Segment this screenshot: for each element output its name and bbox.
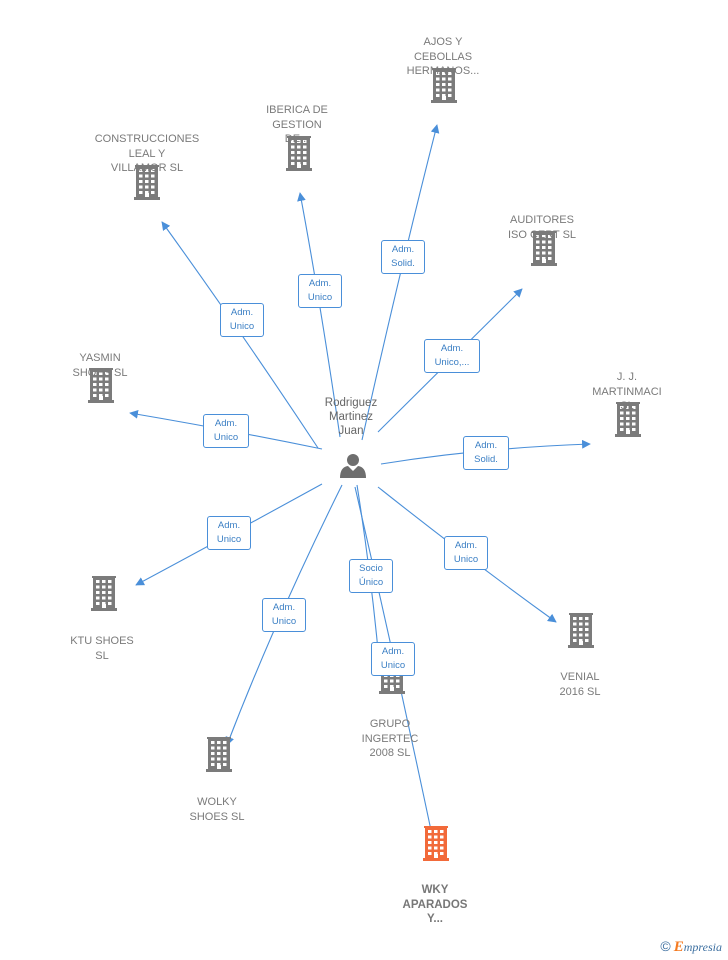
edge-label-ktu[interactable]: Adm. Unico (207, 516, 251, 550)
company-label-yasmin[interactable]: YASMIN SHOES SL (72, 352, 128, 379)
building-icon[interactable] (88, 368, 114, 403)
brand-initial: E (673, 939, 684, 955)
building-icon[interactable] (286, 136, 312, 171)
edge-label-yasmin[interactable]: Adm. Unico (203, 414, 249, 448)
copyright-icon: © (660, 938, 671, 954)
building-icon[interactable] (423, 826, 449, 861)
person-icon[interactable] (340, 454, 366, 478)
edge-label-wolky[interactable]: Adm. Unico (262, 598, 306, 632)
company-label-wolky[interactable]: WOLKY SHOES SL (189, 796, 245, 823)
company-label-venial[interactable]: VENIAL 2016 SL (559, 671, 601, 698)
company-label-auditores[interactable]: AUDITORES ISO CERT SL (507, 214, 577, 241)
building-icon[interactable] (615, 402, 641, 437)
edge-label-wky[interactable]: Adm. Unico (371, 642, 415, 676)
building-icon[interactable] (91, 576, 117, 611)
edge-label-jj[interactable]: Adm. Solid. (463, 436, 509, 470)
company-label-iberica[interactable]: IBERICA DE GESTION DE... (266, 104, 328, 145)
building-icon[interactable] (431, 68, 457, 103)
person-label[interactable]: Rodriguez Martinez Juan (324, 397, 378, 437)
company-label-jj[interactable]: J. J. MARTINMACI SL (592, 371, 662, 412)
building-icon[interactable] (134, 165, 160, 200)
brand-name: mpresia (683, 940, 722, 954)
company-label-wky[interactable]: WKY APARADOS Y... (402, 884, 468, 925)
edge-label-auditores[interactable]: Adm. Unico,... (424, 339, 480, 373)
edge-label-ajos[interactable]: Adm. Solid. (381, 240, 425, 274)
edge-label-grupo[interactable]: Socio Único (349, 559, 393, 593)
building-icon[interactable] (568, 613, 594, 648)
company-label-construcciones[interactable]: CONSTRUCCIONES LEAL Y VILLAMOR SL (94, 133, 200, 174)
company-label-grupo[interactable]: GRUPO INGERTEC 2008 SL (361, 718, 419, 759)
company-label-ktu[interactable]: KTU SHOES SL (70, 635, 134, 662)
edge-label-construcciones[interactable]: Adm. Unico (220, 303, 264, 337)
building-icon[interactable] (206, 737, 232, 772)
brand-footer: ©Empresia (660, 938, 722, 956)
building-icon[interactable] (531, 231, 557, 266)
edge-label-venial[interactable]: Adm. Unico (444, 536, 488, 570)
edge-ajos (361, 124, 440, 441)
company-label-ajos[interactable]: AJOS Y CEBOLLAS HERMANOS... (406, 36, 480, 77)
edge-label-iberica[interactable]: Adm. Unico (298, 274, 342, 308)
